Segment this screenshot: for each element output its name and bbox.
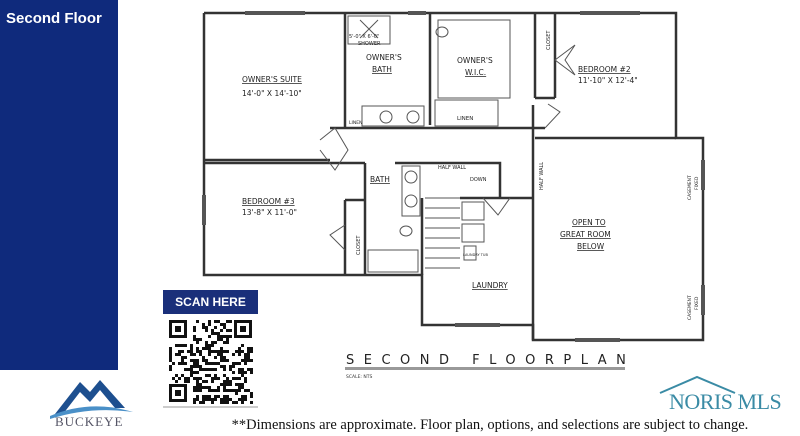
bedroom2-label: BEDROOM #2: [578, 65, 631, 74]
qr-code-card[interactable]: SCAN HERE: [163, 290, 258, 408]
bedroom3-dims: 13'-8" X 11'-0": [242, 208, 297, 217]
great-room-label-1: OPEN TO: [572, 218, 606, 227]
walls: [202, 11, 705, 342]
owners-suite-dims: 14'-0" X 14'-10": [242, 89, 302, 98]
casement-label-1: CASEMENT: [687, 175, 693, 200]
down-label: DOWN: [470, 177, 487, 183]
owners-bath-label-1: OWNER'S: [366, 53, 402, 62]
room-labels: OWNER'S SUITE 14'-0" X 14'-10" 5'-0" X 6…: [242, 30, 700, 320]
closet-label-1: CLOSET: [546, 30, 552, 50]
buckeye-logo-text: BUCKEYE: [55, 414, 124, 429]
noris-mls-text: NORIS MLS: [669, 389, 782, 414]
half-wall-label: HALF WALL: [438, 165, 466, 171]
qr-code-icon[interactable]: [167, 318, 254, 404]
plan-title: SECOND FLOORPLAN: [346, 353, 635, 368]
title-underline: [345, 367, 625, 370]
roof-icon: [659, 375, 736, 394]
windows: [202, 11, 705, 342]
great-room-label-2: GREAT ROOM: [560, 230, 611, 239]
bath-label: BATH: [370, 175, 390, 184]
fixed-label-2: FIXED: [694, 296, 700, 310]
title-panel: Second Floor: [0, 0, 118, 370]
fixed-label-1: FIXED: [694, 176, 700, 190]
plan-scale: SCALE: NTS: [346, 374, 372, 380]
half-wall-label-2: HALF WALL: [539, 162, 545, 190]
owners-wic-label-1: OWNER'S: [457, 56, 493, 65]
disclaimer: **Dimensions are approximate. Floor plan…: [231, 417, 749, 433]
shower-dims: 5'-0" X 6'-0": [349, 34, 379, 40]
fixtures: [319, 15, 576, 273]
casement-label-2: CASEMENT: [687, 295, 693, 320]
bedroom3-label: BEDROOM #3: [242, 197, 295, 206]
laundry-tub-label: LAUNDRY TUB: [463, 253, 488, 257]
owners-suite-label: OWNER'S SUITE: [242, 75, 302, 84]
house-roof-icon: [50, 380, 133, 419]
shower-label: SHOWER: [358, 41, 381, 47]
panel-title: Second Floor: [6, 10, 102, 27]
linen-label-2: LINEN: [349, 120, 362, 126]
owners-bath-label-2: BATH: [372, 65, 392, 74]
owners-wic-label-2: W.I.C.: [465, 68, 486, 77]
laundry-label: LAUNDRY: [472, 281, 508, 290]
noris-mls-logo: NORIS MLS: [655, 375, 795, 420]
bedroom2-dims: 11'-10" X 12'-4": [578, 76, 638, 85]
buckeye-logo: BUCKEYE: [45, 374, 135, 436]
closet-label-2: CLOSET: [356, 235, 362, 255]
linen-label: LINEN: [457, 116, 473, 122]
great-room-label-3: BELOW: [577, 242, 605, 251]
scan-here-label: SCAN HERE: [163, 290, 258, 314]
